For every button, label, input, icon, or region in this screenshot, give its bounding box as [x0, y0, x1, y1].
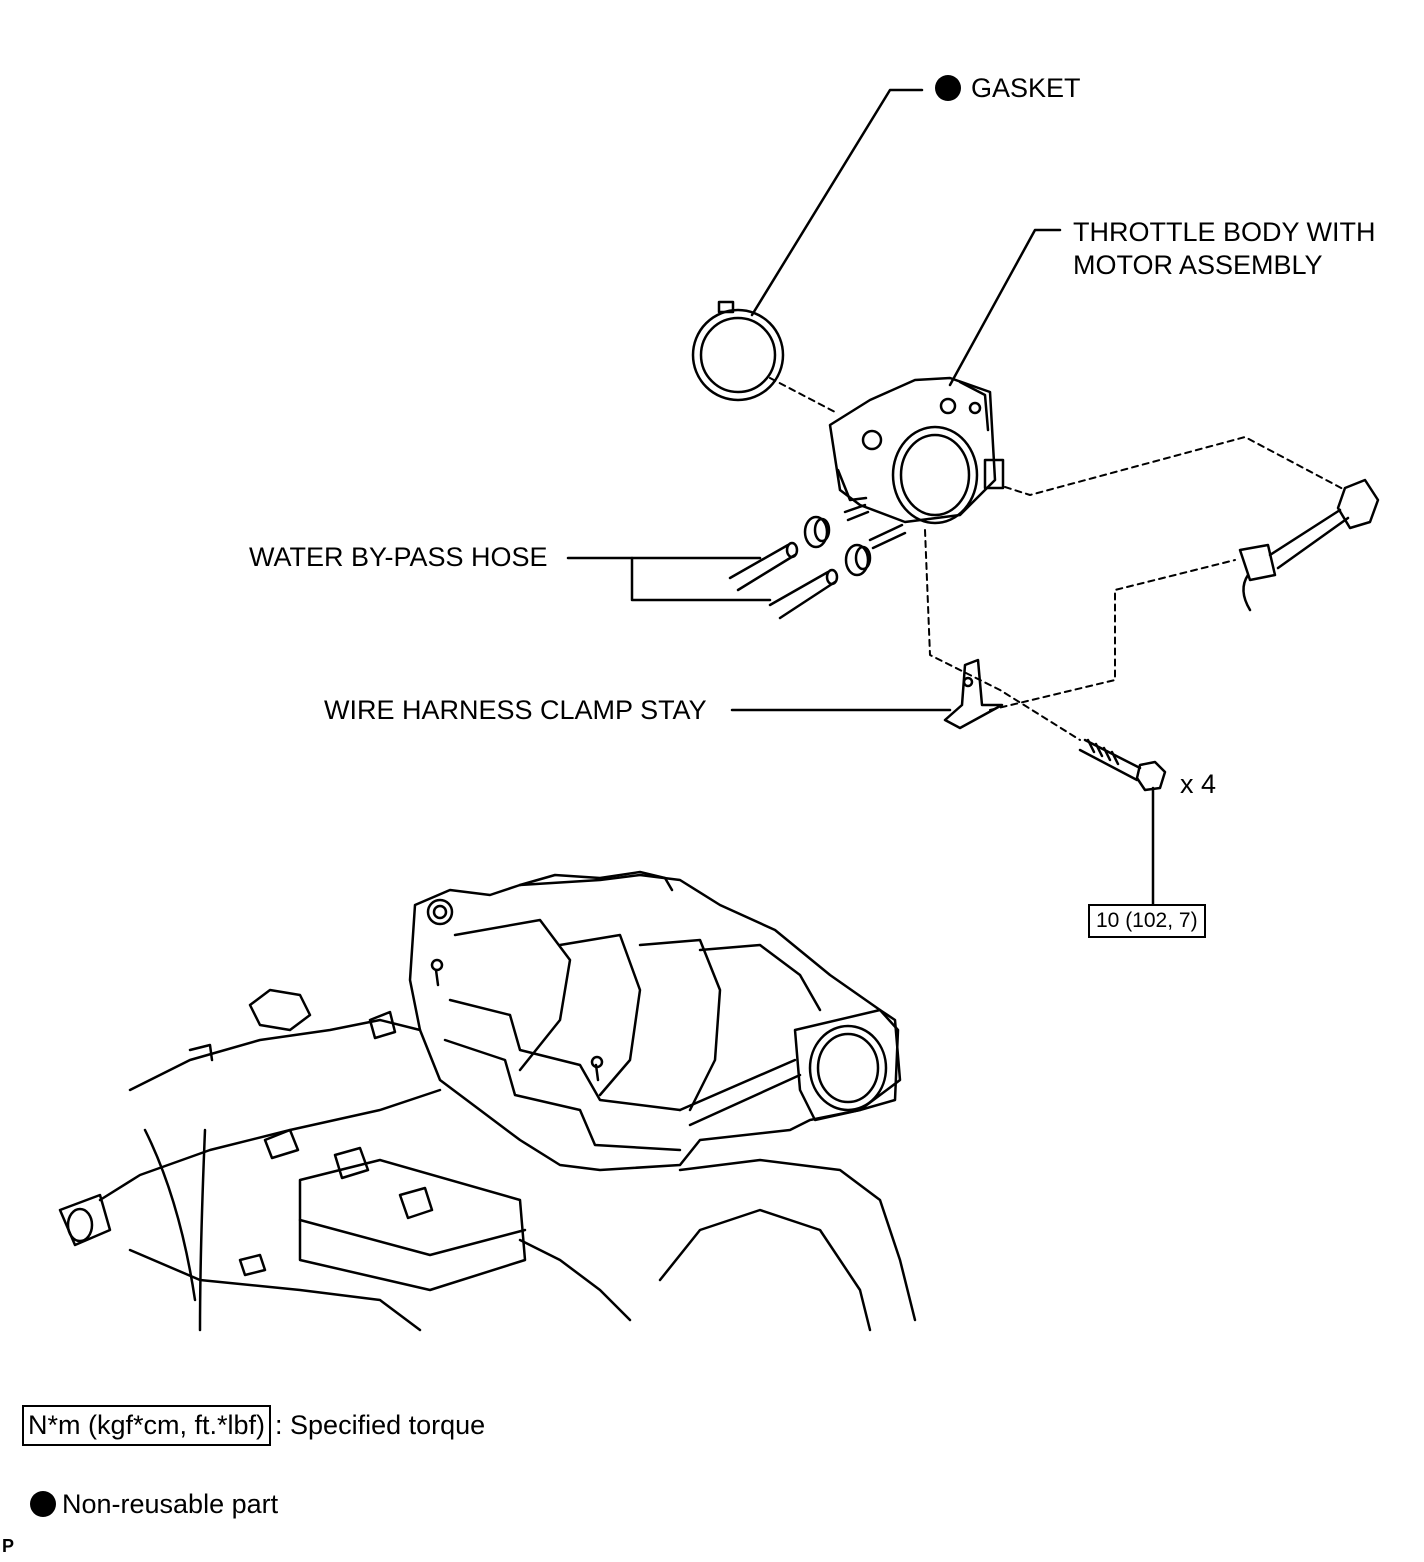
hose-leader	[566, 556, 772, 602]
torque-spec-box: 10 (102, 7)	[1088, 904, 1206, 938]
throttle-body-label-line2: MOTOR ASSEMBLY	[1073, 250, 1323, 280]
water-bypass-hoses	[728, 541, 839, 620]
gasket-part	[691, 300, 785, 402]
torque-units-box: N*m (kgf*cm, ft.*lbf)	[22, 1405, 272, 1446]
wire-harness-clamp-stay-label: WIRE HARNESS CLAMP STAY	[324, 695, 707, 725]
throttle-body-leader	[948, 228, 1062, 387]
clamp-stay-part	[943, 658, 1004, 730]
bolt-part	[1078, 738, 1167, 792]
engine-drawing	[58, 870, 917, 1332]
non-reusable-legend-text: Non-reusable part	[62, 1489, 279, 1519]
gasket-label-text: GASKET	[971, 73, 1081, 103]
torque-legend: N*m (kgf*cm, ft.*lbf): Specified torque	[22, 1405, 485, 1446]
hose-clamps	[803, 515, 872, 577]
figure-code: P	[2, 1536, 15, 1556]
non-reusable-legend-dot-icon	[30, 1491, 56, 1517]
bolt-quantity-label: x 4	[1180, 769, 1217, 799]
torque-legend-desc: : Specified torque	[275, 1410, 486, 1440]
leader-lines	[566, 88, 1155, 907]
throttle-body-label-line1: THROTTLE BODY WITH	[1073, 217, 1376, 247]
throttle-body-part	[828, 376, 1005, 550]
gasket-leader	[750, 88, 924, 317]
non-reusable-dot-icon	[935, 75, 961, 101]
gasket-label: GASKET	[935, 72, 1081, 105]
harness-part	[1238, 478, 1380, 612]
water-bypass-hose-label: WATER BY-PASS HOSE	[249, 542, 548, 572]
non-reusable-legend: Non-reusable part	[30, 1488, 278, 1521]
